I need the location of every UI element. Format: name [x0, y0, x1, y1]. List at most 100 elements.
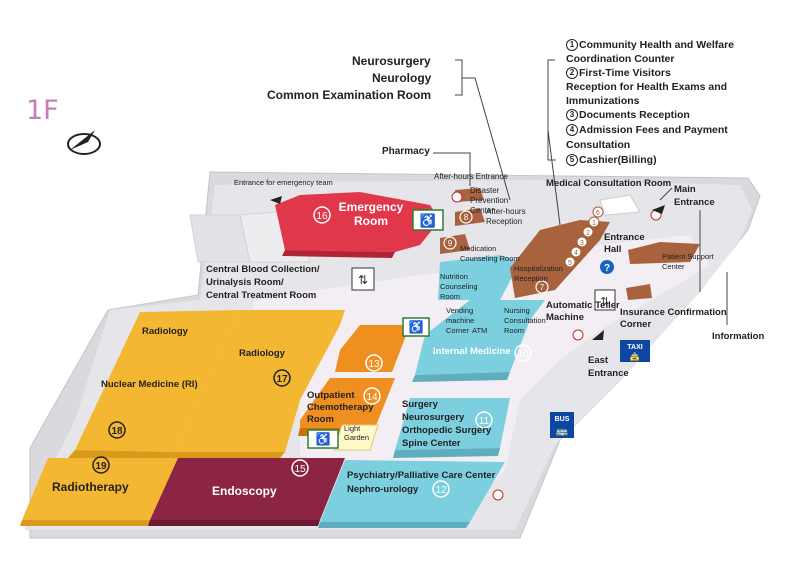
common-exam-label: Common Examination Room — [267, 88, 432, 102]
light-garden-label: Light Garden — [344, 424, 370, 442]
emergency-team-entrance-label: Entrance for emergency team — [234, 178, 333, 187]
svg-text:TAXI: TAXI — [627, 344, 642, 351]
psychiatry-area — [320, 460, 505, 522]
leader-lines — [433, 59, 728, 325]
svg-text:⇅: ⇅ — [600, 296, 609, 308]
marker-15: 15 — [291, 459, 309, 477]
svg-text:♿: ♿ — [409, 320, 424, 334]
svg-text:16: 16 — [316, 211, 328, 222]
nephro-label: Nephro-urology — [347, 484, 419, 495]
legend-item-4b: Consultation — [566, 139, 631, 151]
marker-c4: 4 — [570, 246, 582, 258]
svg-text:♿: ♿ — [316, 432, 331, 446]
legend-item-2c: Immunizations — [566, 95, 640, 107]
east-entrance-label: East Entrance — [588, 355, 629, 379]
restroom-icon: ♿ — [412, 209, 444, 231]
svg-text:5: 5 — [568, 260, 572, 267]
svg-text:18: 18 — [111, 426, 123, 437]
legend-item-1b: Coordination Counter — [566, 53, 675, 65]
pharmacy-label: Pharmacy — [382, 146, 430, 157]
hospitalization-reception-label: Hospitalization Reception — [514, 264, 563, 283]
information-label: Information — [712, 331, 765, 342]
entrance-arrows — [270, 196, 665, 340]
radiotherapy-area — [22, 458, 178, 520]
svg-text:3: 3 — [580, 240, 584, 247]
marker-c3: 3 — [576, 236, 588, 248]
svg-text:BUS: BUS — [555, 416, 570, 423]
patient-support-label: Patient Support Center — [662, 252, 714, 271]
svg-text:8: 8 — [464, 213, 469, 222]
svg-text:13: 13 — [368, 359, 380, 370]
surgery-label: Surgery — [402, 399, 438, 410]
medication-counseling-label: Medication Counseling Room — [460, 244, 520, 263]
surgery-area — [395, 398, 510, 450]
radiotherapy-face — [20, 520, 152, 526]
internal-medicine-label: Internal Medicine — [433, 346, 511, 357]
room-number-markers: 16 17 18 19 15 10 11 12 13 14 7 8 9 1 2 … — [92, 206, 604, 498]
internal-medicine-face — [412, 372, 510, 382]
marker-c1: 1 — [588, 216, 600, 228]
floor-label: 1F — [26, 95, 59, 126]
nutrition-counseling-label: Nutrition Counseling Room — [440, 272, 478, 301]
svg-text:12: 12 — [435, 485, 447, 496]
endoscopy-area — [150, 458, 345, 520]
entrance-hall-label: Entrance Hall — [604, 232, 645, 255]
legend-item-2b: Reception for Health Exams and — [566, 81, 728, 93]
svg-text:🚖: 🚖 — [629, 351, 640, 362]
neurosurgery-label: Neurosurgery — [352, 54, 431, 68]
marker-11: 11 — [475, 411, 493, 429]
patient-support-area — [628, 242, 700, 264]
central-treatment-label: Central Treatment Room — [206, 290, 317, 301]
svg-text:7: 7 — [540, 283, 545, 292]
radiology-nuclear-face — [68, 450, 175, 460]
marker-18: 18 — [108, 421, 126, 439]
urinalysis-label: Urinalysis Room/ — [206, 277, 284, 288]
neurology-label: Neurology — [372, 71, 432, 85]
emergency-room-label: Emergency Room — [338, 200, 404, 228]
spine-center-label: Spine Center — [402, 438, 461, 449]
marker-c6: 6 — [592, 206, 604, 218]
radiology-mid-label: Radiology — [239, 348, 285, 359]
medical-consultation-label: Medical Consultation Room — [546, 178, 672, 189]
insurance-counter — [626, 284, 652, 300]
svg-text:4: 4 — [574, 250, 578, 257]
marker-c2: 2 — [582, 226, 594, 238]
marker-19: 19 — [92, 456, 110, 474]
endoscopy-label: Endoscopy — [212, 484, 277, 498]
phone-icon — [451, 191, 662, 501]
disaster-prevention-label: Disaster Prevention Center — [470, 186, 509, 215]
accessible-restroom-icon-2: ♿ — [307, 429, 339, 449]
marker-8: 8 — [459, 210, 473, 224]
outpatient-chemo-label: Outpatient Chemotherapy Room — [307, 390, 374, 425]
svg-text:6: 6 — [596, 210, 600, 217]
marker-9: 9 — [443, 236, 457, 250]
svg-text:14: 14 — [366, 392, 378, 403]
accessible-restroom-icon: ♿ — [402, 317, 430, 337]
marker-12: 12 — [432, 480, 450, 498]
room-14-area — [300, 378, 395, 428]
svg-text:11: 11 — [479, 416, 490, 427]
svg-text:🚌: 🚌 — [556, 426, 569, 437]
atm-small-label: ATM — [472, 326, 488, 335]
svg-text:1: 1 — [592, 220, 596, 227]
marker-14: 14 — [363, 387, 381, 405]
radiology-left-label: Radiology — [142, 326, 188, 337]
information-icon: ? — [600, 260, 614, 274]
surgery-face — [393, 448, 500, 458]
radiotherapy-label: Radiotherapy — [52, 480, 129, 494]
nursing-consultation-label: Nursing Consultation Room — [504, 306, 546, 335]
endoscopy-face — [148, 520, 320, 526]
psychiatry-face — [318, 522, 470, 528]
insurance-confirmation-label: Insurance Confirmation Corner — [620, 307, 727, 330]
elevator-icon: ⇅ — [351, 267, 375, 291]
taxi-icon: TAXI 🚖 — [620, 340, 650, 362]
psychiatry-label: Psychiatry/Palliative Care Center — [347, 470, 496, 481]
central-blood-label: Central Blood Collection/ — [206, 264, 320, 275]
room-13-area — [335, 325, 410, 372]
bus-icon: BUS 🚌 — [550, 412, 574, 438]
marker-16: 16 — [313, 206, 331, 224]
svg-text:9: 9 — [448, 239, 453, 248]
orthopedic-label: Orthopedic Surgery — [402, 425, 492, 436]
